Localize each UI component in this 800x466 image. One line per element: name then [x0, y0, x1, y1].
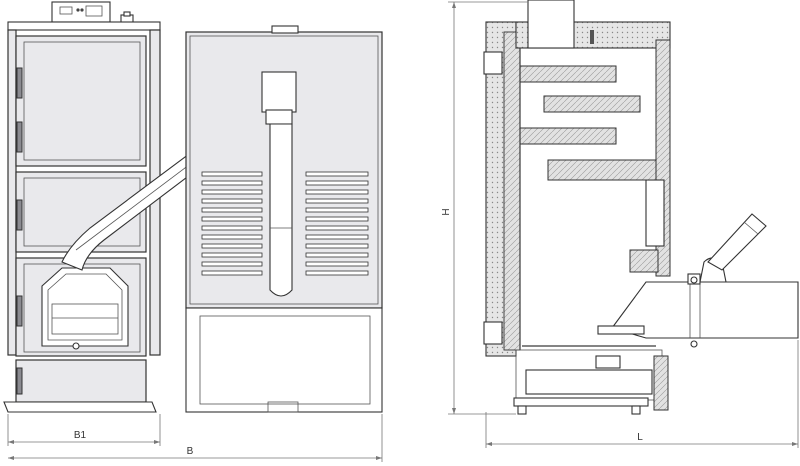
ash-tray [522, 345, 656, 395]
vent-slot [305, 216, 369, 222]
dimension-l-label: L [637, 432, 643, 443]
vent-slot [201, 189, 263, 195]
lower-door [15, 257, 147, 357]
section-base [513, 349, 669, 415]
vent-slots-left [201, 171, 263, 276]
vent-slot [201, 216, 263, 222]
ash-door [15, 359, 147, 403]
lower-door-handle [16, 295, 23, 327]
upper-door-handle [16, 121, 23, 153]
vent-slot [201, 198, 263, 204]
dimension-b-label: B [187, 446, 194, 457]
vent-slot [201, 180, 263, 186]
burner-feed-pipe [707, 213, 767, 271]
upper-hinge-handle [16, 67, 23, 99]
flue-stub [120, 11, 134, 24]
vent-slot [201, 225, 263, 231]
vent-slot [305, 180, 369, 186]
ash-door-handle [16, 367, 23, 395]
upper-door [15, 35, 147, 167]
vent-slot [305, 189, 369, 195]
vent-slot [201, 270, 263, 276]
dimension-lines: B1 B H L [7, 1, 799, 462]
vent-slot [305, 270, 369, 276]
boiler-top-cover [7, 21, 161, 31]
hopper-view [185, 25, 383, 413]
hopper-auger-pipe [261, 71, 297, 297]
vent-slot [305, 261, 369, 267]
hopper-lid-handle [271, 25, 299, 34]
vent-slots-right [305, 171, 369, 276]
vent-slot [201, 252, 263, 258]
rear-outlet-upper [483, 51, 503, 75]
middle-door-handle [16, 199, 23, 231]
burner-unit [41, 267, 129, 350]
vent-slot [305, 225, 369, 231]
vent-slot [201, 171, 263, 177]
vent-slot [305, 198, 369, 204]
heat-exchanger-baffles [519, 65, 657, 181]
burner-knob [72, 342, 80, 350]
vent-slot [305, 207, 369, 213]
rear-outlet-lower [483, 321, 503, 345]
control-panel [51, 1, 111, 23]
flue-outlet [527, 0, 575, 49]
front-door-section [645, 179, 665, 247]
cross-section-view [483, 0, 799, 415]
vent-slot [305, 171, 369, 177]
front-base [3, 401, 157, 413]
boiler-left-column [7, 29, 17, 356]
pellet-burner-section [597, 213, 799, 348]
vent-slot [305, 234, 369, 240]
vent-slot [201, 207, 263, 213]
vent-slot [305, 252, 369, 258]
vent-slot [201, 261, 263, 267]
dimension-b1-label: B1 [74, 430, 87, 441]
vent-slot [201, 243, 263, 249]
vent-slot [305, 243, 369, 249]
vent-slot [201, 234, 263, 240]
dimension-h-label: H [441, 208, 452, 215]
hopper-base-frame [185, 307, 383, 413]
